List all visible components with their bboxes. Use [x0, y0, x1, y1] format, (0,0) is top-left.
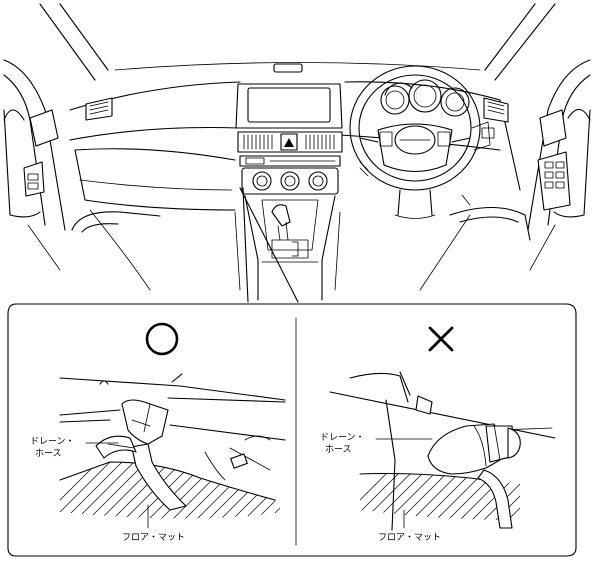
incorrect-example: ドレーン・ ホース フロア・マット [320, 326, 556, 543]
mat-label-incorrect: フロア・マット [378, 533, 441, 543]
cross-mark-icon [428, 326, 454, 352]
mat-label-correct: フロア・マット [122, 533, 185, 543]
hose-label-incorrect-line2: ホース [325, 444, 352, 455]
hazard-triangle-icon [284, 138, 294, 147]
hose-label-incorrect-line1: ドレーン・ [320, 433, 365, 443]
hose-label-correct-line2: ホース [35, 448, 62, 459]
correct-example: ドレーン・ ホース フロア・マット [30, 322, 286, 543]
callout-panel [7, 303, 577, 557]
circle-mark-icon [145, 322, 179, 356]
dashboard-illustration [3, 3, 591, 303]
hose-label-correct-line1: ドレーン・ [30, 437, 75, 447]
